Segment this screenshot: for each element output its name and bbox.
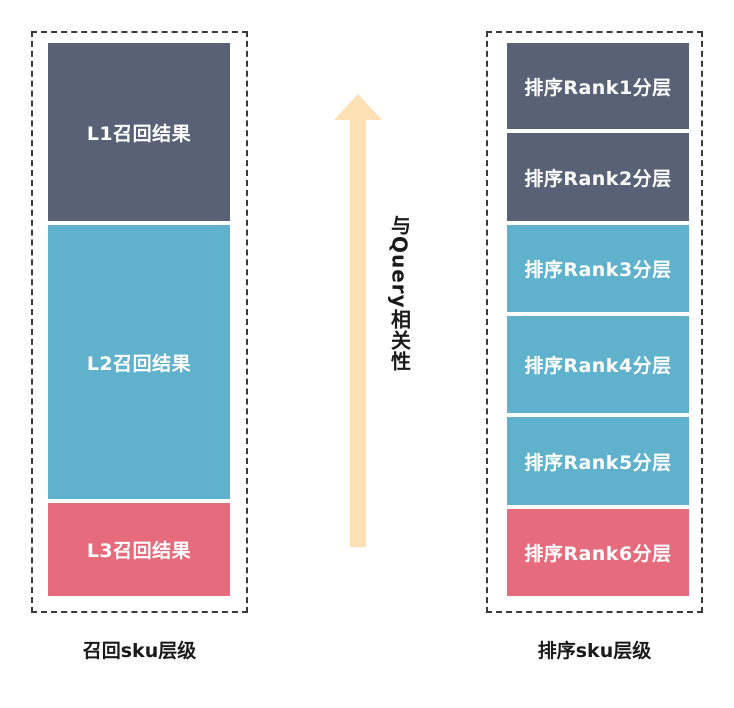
recall-layer-l3: L3召回结果 xyxy=(48,503,230,596)
rank-sku-group xyxy=(486,31,703,613)
rank-group-label: 排序sku层级 xyxy=(537,640,652,662)
rank-layer-2-label: 排序Rank2分层 xyxy=(524,167,672,190)
relevance-arrow-label: 与Query相关性 xyxy=(387,215,412,372)
recall-layer-l2: L2召回结果 xyxy=(48,225,230,499)
rank-layer-4-label: 排序Rank4分层 xyxy=(524,355,672,377)
recall-sku-group xyxy=(31,31,248,613)
relevance-arrow-shape xyxy=(334,94,382,547)
recall-layer-l3-label: L3召回结果 xyxy=(86,540,192,562)
rank-layer-1-label: 排序Rank1分层 xyxy=(524,76,672,99)
rank-layer-3-label: 排序Rank3分层 xyxy=(524,259,672,281)
rank-layer-5-label: 排序Rank5分层 xyxy=(524,451,672,474)
recall-layer-l2-label: L2召回结果 xyxy=(86,352,192,375)
recall-group-label: 召回sku层级 xyxy=(82,640,197,662)
rank-layer-5: 排序Rank5分层 xyxy=(507,417,689,505)
rank-layer-6-label: 排序Rank6分层 xyxy=(524,543,672,565)
rank-layer-3: 排序Rank3分层 xyxy=(507,225,689,312)
recall-layer-l1: L1召回结果 xyxy=(48,43,230,221)
rank-layer-4: 排序Rank4分层 xyxy=(507,316,689,413)
recall-layer-l1-label: L1召回结果 xyxy=(86,122,192,145)
rank-layer-2: 排序Rank2分层 xyxy=(507,133,689,221)
rank-layer-6: 排序Rank6分层 xyxy=(507,509,689,596)
rank-layer-1: 排序Rank1分层 xyxy=(507,43,689,129)
relevance-arrow-icon xyxy=(334,94,382,547)
